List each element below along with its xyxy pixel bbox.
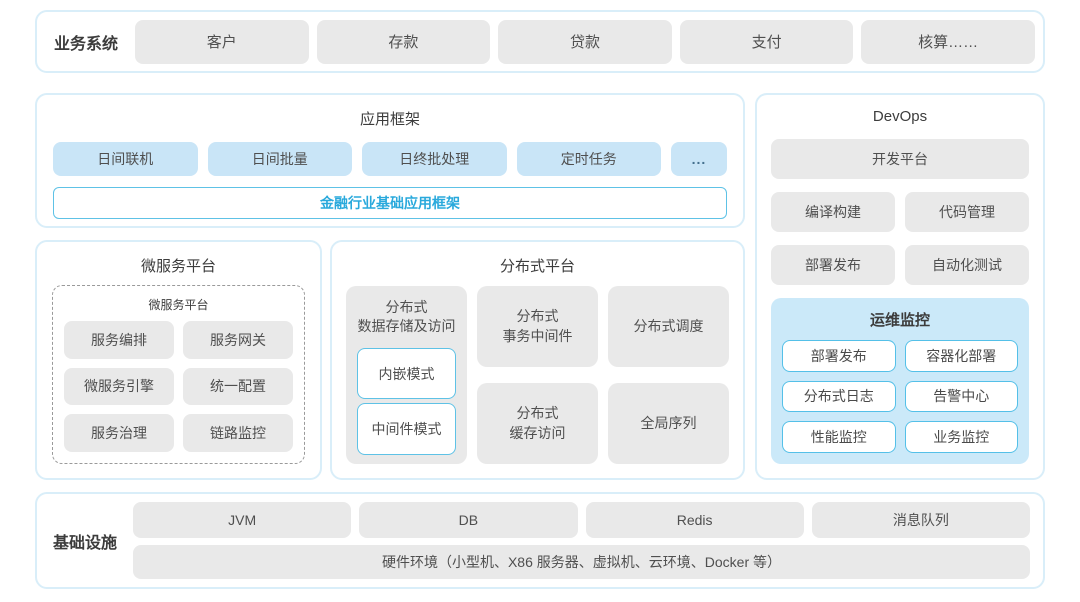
node-global-sequence: 全局序列: [608, 383, 729, 464]
ops-monitoring-title: 运维监控: [869, 312, 930, 329]
node-compile-build: 编译构建: [771, 192, 895, 232]
node-accounting: 核算……: [861, 19, 1035, 64]
microservice-platform-section: 微服务平台 微服务平台 服务编排 服务网关 微服务引擎 统一配置 服务治理 链路…: [35, 240, 322, 480]
node-more-ellipsis: ...: [671, 142, 727, 176]
node-loan: 贷款: [498, 19, 672, 64]
app-framework-title: 应用框架: [359, 111, 420, 128]
infrastructure-label: 基础设施: [52, 534, 117, 552]
distributed-column-3: 分布式调度 全局序列: [608, 286, 729, 464]
business-systems-section: 业务系统 客户 存款 贷款 支付 核算……: [35, 10, 1045, 73]
node-deploy-release: 部署发布: [771, 245, 895, 285]
infrastructure-stack: JVM DB Redis 消息队列 硬件环境（小型机、X86 服务器、虚拟机、云…: [133, 502, 1030, 579]
node-ops-deploy-release: 部署发布: [782, 340, 896, 372]
node-redis: Redis: [585, 502, 804, 538]
node-business-monitoring: 业务监控: [904, 421, 1018, 453]
microservice-inner-title: 微服务平台: [148, 298, 209, 312]
middle-area: 应用框架 日间联机 日间批量 日终批处理 定时任务 ... 金融行业基础应用框架…: [35, 93, 1045, 480]
node-alert-center: 告警中心: [904, 380, 1018, 413]
node-customer: 客户: [135, 19, 309, 64]
node-payment: 支付: [679, 19, 854, 64]
app-framework-section: 应用框架 日间联机 日间批量 日终批处理 定时任务 ... 金融行业基础应用框架: [35, 93, 745, 228]
node-dev-platform: 开发平台: [771, 139, 1029, 179]
node-finance-base-framework: 金融行业基础应用框架: [53, 187, 727, 219]
microservice-grid: 服务编排 服务网关 微服务引擎 统一配置 服务治理 链路监控: [64, 321, 293, 452]
distributed-platform-section: 分布式平台 分布式 数据存储及访问 内嵌模式 中间件模式 分布式 事务中间件 分…: [330, 240, 745, 480]
node-distributed-cache-access: 分布式 缓存访问: [477, 383, 598, 464]
infrastructure-row: JVM DB Redis 消息队列: [133, 502, 1030, 538]
microservice-platform-title: 微服务平台: [140, 258, 216, 275]
node-trace-monitoring: 链路监控: [183, 414, 293, 452]
infrastructure-section: 基础设施 JVM DB Redis 消息队列 硬件环境（小型机、X86 服务器、…: [35, 492, 1045, 589]
node-service-gateway: 服务网关: [183, 321, 293, 359]
node-scheduled-tasks: 定时任务: [516, 142, 661, 176]
node-performance-monitoring: 性能监控: [782, 421, 896, 453]
distributed-grid: 分布式 数据存储及访问 内嵌模式 中间件模式 分布式 事务中间件 分布式 缓存访…: [346, 286, 729, 464]
platforms-row: 微服务平台 微服务平台 服务编排 服务网关 微服务引擎 统一配置 服务治理 链路…: [35, 240, 745, 480]
node-middleware-mode: 中间件模式: [357, 403, 456, 455]
node-embedded-mode: 内嵌模式: [357, 347, 456, 400]
node-code-management: 代码管理: [905, 192, 1029, 232]
node-deposit: 存款: [316, 19, 491, 64]
node-containerized-deployment: 容器化部署: [904, 340, 1018, 372]
distributed-platform-title: 分布式平台: [499, 258, 575, 275]
node-microservice-engine: 微服务引擎: [64, 367, 174, 406]
devops-title: DevOps: [872, 108, 928, 125]
node-message-queue: 消息队列: [811, 502, 1030, 538]
devops-grid: 编译构建 代码管理 部署发布 自动化测试: [771, 192, 1029, 285]
ops-monitoring-grid: 部署发布 容器化部署 分布式日志 告警中心 性能监控 业务监控: [782, 340, 1018, 453]
node-db: DB: [359, 502, 578, 538]
node-automated-testing: 自动化测试: [905, 245, 1029, 285]
middle-left-column: 应用框架 日间联机 日间批量 日终批处理 定时任务 ... 金融行业基础应用框架…: [35, 93, 745, 480]
node-eod-batch: 日终批处理: [362, 142, 507, 176]
node-distributed-scheduling: 分布式调度: [608, 286, 729, 367]
node-distributed-data-storage: 分布式 数据存储及访问 内嵌模式 中间件模式: [346, 286, 467, 464]
distributed-data-storage-title: 分布式 数据存储及访问: [357, 299, 456, 334]
node-unified-config: 统一配置: [183, 367, 293, 406]
node-service-orchestration: 服务编排: [64, 321, 174, 359]
app-framework-row: 日间联机 日间批量 日终批处理 定时任务 ...: [53, 142, 727, 176]
devops-section: DevOps 开发平台 编译构建 代码管理 部署发布 自动化测试 运维监控 部署…: [755, 93, 1045, 480]
business-systems-label: 业务系统: [53, 35, 118, 53]
node-daytime-online: 日间联机: [53, 142, 198, 176]
node-daytime-batch: 日间批量: [207, 142, 352, 176]
node-distributed-transaction-middleware: 分布式 事务中间件: [477, 286, 598, 367]
microservice-inner-group: 微服务平台 服务编排 服务网关 微服务引擎 统一配置 服务治理 链路监控: [52, 285, 305, 464]
node-hardware-environment: 硬件环境（小型机、X86 服务器、虚拟机、云环境、Docker 等）: [133, 545, 1030, 579]
node-distributed-logging: 分布式日志: [782, 380, 896, 413]
distributed-column-2: 分布式 事务中间件 分布式 缓存访问: [477, 286, 598, 464]
node-jvm: JVM: [133, 502, 352, 538]
node-service-governance: 服务治理: [64, 414, 174, 452]
ops-monitoring-panel: 运维监控 部署发布 容器化部署 分布式日志 告警中心 性能监控 业务监控: [771, 298, 1029, 464]
business-systems-row: 客户 存款 贷款 支付 核算……: [135, 19, 1035, 64]
